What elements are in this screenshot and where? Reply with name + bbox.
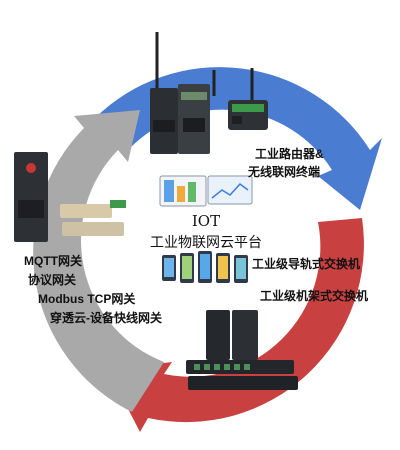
gateway-device-icon	[14, 152, 126, 242]
gray-label-line-4: 穿透云-设备快线网关	[50, 310, 162, 325]
blue-label-line-2: 无线联网终端	[247, 164, 320, 179]
segment-gray	[33, 110, 165, 412]
wireless-terminal-icon	[228, 68, 268, 130]
cloud-dashboard-icon	[159, 175, 253, 207]
mobile-app-icon	[162, 251, 248, 283]
gray-label-line-2: 协议网关	[28, 272, 76, 287]
hub-title: IOT	[192, 212, 220, 230]
red-label-line-2: 工业级机架式交换机	[260, 288, 368, 303]
gray-label-line-1: MQTT网关	[24, 253, 82, 268]
red-label-line-1: 工业级导轨式交换机	[252, 256, 360, 271]
segment-red	[108, 218, 364, 432]
industrial-router-icon	[150, 32, 216, 154]
gray-label-line-3: Modbus TCP网关	[38, 291, 135, 306]
hub-subtitle: 工业物联网云平台	[150, 235, 262, 251]
rack-switch-icon	[186, 310, 298, 390]
blue-label-line-1: 工业路由器&	[255, 146, 324, 161]
